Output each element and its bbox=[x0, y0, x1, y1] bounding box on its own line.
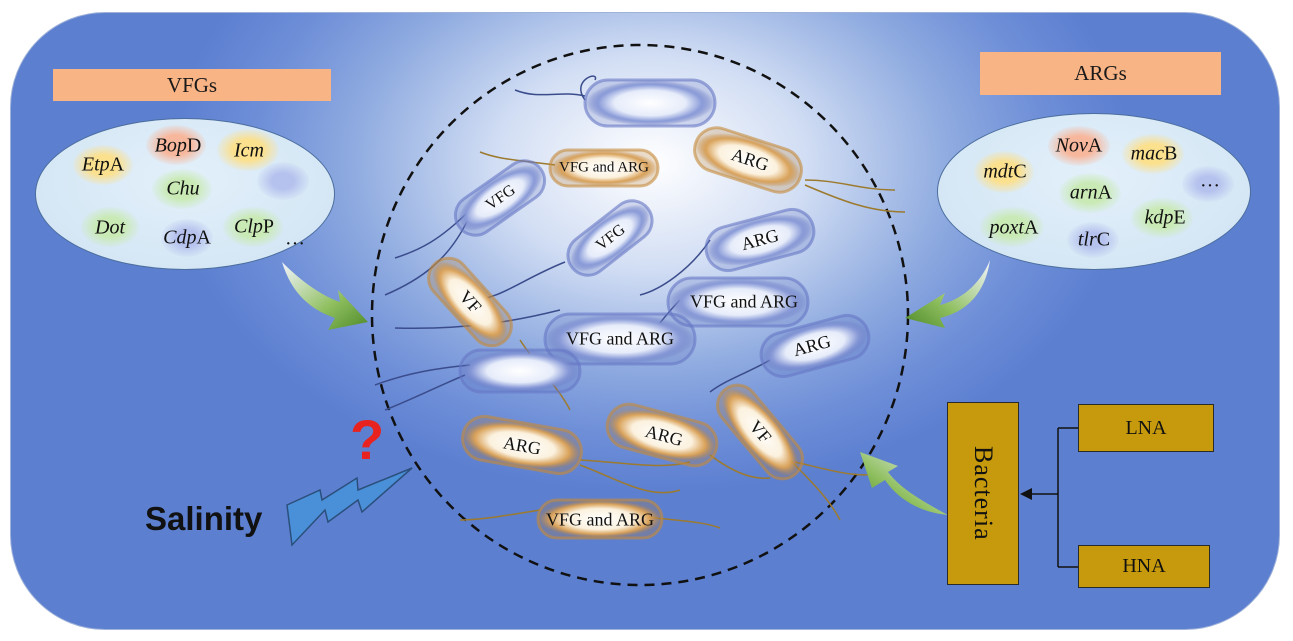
gene-label: BopD bbox=[154, 134, 202, 157]
lna-label: LNA bbox=[1125, 416, 1167, 439]
brown-bacterium bbox=[605, 402, 719, 468]
gene-blob bbox=[1048, 126, 1110, 166]
gene-blob bbox=[81, 207, 139, 247]
gene-blob bbox=[974, 151, 1034, 193]
connector-arrowhead-icon bbox=[1020, 488, 1032, 500]
gene-label: poxtA bbox=[989, 216, 1039, 239]
gene-label: arnA bbox=[1069, 181, 1113, 204]
args-title-box: ARGs bbox=[980, 52, 1221, 95]
gene-label: Dot bbox=[95, 216, 125, 239]
gene-blob bbox=[161, 219, 213, 257]
gene-blob bbox=[980, 207, 1044, 247]
gene-more: … bbox=[1200, 169, 1220, 192]
brown-bacterium bbox=[427, 256, 513, 348]
blue-bacterium bbox=[566, 199, 654, 277]
gene-blob bbox=[223, 207, 283, 247]
bacteria-connector bbox=[1030, 427, 1078, 568]
hna-label: HNA bbox=[1122, 555, 1166, 577]
gene-label: macB bbox=[1130, 142, 1178, 165]
question-mark-icon: ? bbox=[350, 408, 385, 471]
brown-bacterium bbox=[693, 126, 803, 194]
arrow-right-icon bbox=[905, 260, 990, 328]
gene-blob bbox=[1131, 198, 1193, 238]
args-title: ARGs bbox=[1074, 61, 1127, 85]
bacteria-box: Bacteria bbox=[947, 402, 1019, 585]
lna-box: LNA bbox=[1078, 404, 1214, 452]
brown-bacterium bbox=[536, 498, 664, 540]
brown-bacterium bbox=[716, 383, 804, 481]
blue-bacterium bbox=[759, 313, 871, 379]
lightning-icon bbox=[286, 467, 413, 547]
blue-bacterium bbox=[458, 348, 582, 394]
dashed-circle bbox=[370, 43, 910, 587]
hna-box: HNA bbox=[1078, 545, 1210, 588]
blue-bacterium bbox=[704, 207, 816, 273]
gene-label: kdpE bbox=[1144, 206, 1186, 229]
salinity-label: Salinity bbox=[145, 500, 263, 537]
vfgs-title-box: VFGs bbox=[53, 69, 331, 101]
gene-blob bbox=[152, 169, 212, 209]
brown-bacterium bbox=[461, 414, 583, 476]
gene-label: tlrC bbox=[1077, 228, 1111, 251]
gene-label: Icm bbox=[234, 139, 264, 162]
bacteria-title: Bacteria bbox=[969, 446, 998, 541]
gene-label: Chu bbox=[166, 177, 200, 200]
brown-bacterium bbox=[548, 148, 660, 188]
blue-bacterium bbox=[583, 78, 717, 128]
gene-blob bbox=[1067, 222, 1119, 258]
gene-blob bbox=[73, 145, 133, 185]
gene-blob bbox=[257, 162, 309, 200]
gene-blob bbox=[1059, 173, 1121, 213]
gene-blob bbox=[1182, 166, 1234, 202]
bacterium-label: VFG and ARG bbox=[545, 509, 655, 530]
vfgs-title: VFGs bbox=[166, 72, 218, 97]
bacterium-label: VFG and ARG bbox=[565, 328, 675, 349]
gene-label: ClpP bbox=[233, 215, 275, 238]
gene-label: NovA bbox=[1055, 134, 1103, 157]
blue-bacterium bbox=[543, 312, 697, 366]
arrow-left-icon bbox=[282, 262, 368, 330]
gene-more: … bbox=[285, 227, 305, 250]
blue-bacterium bbox=[666, 276, 810, 328]
gene-label: mdtC bbox=[983, 160, 1027, 183]
arrow-bacteria-icon bbox=[860, 452, 948, 515]
gene-label: EtpA bbox=[81, 153, 125, 176]
blue-bacterium bbox=[453, 159, 547, 237]
gene-label: CdpA bbox=[163, 226, 211, 249]
gene-blob bbox=[146, 125, 206, 165]
bacterium-label: VFG and ARG bbox=[689, 291, 799, 312]
gene-blob bbox=[1122, 134, 1184, 174]
bacterium-label: VFG and ARG bbox=[558, 159, 650, 176]
